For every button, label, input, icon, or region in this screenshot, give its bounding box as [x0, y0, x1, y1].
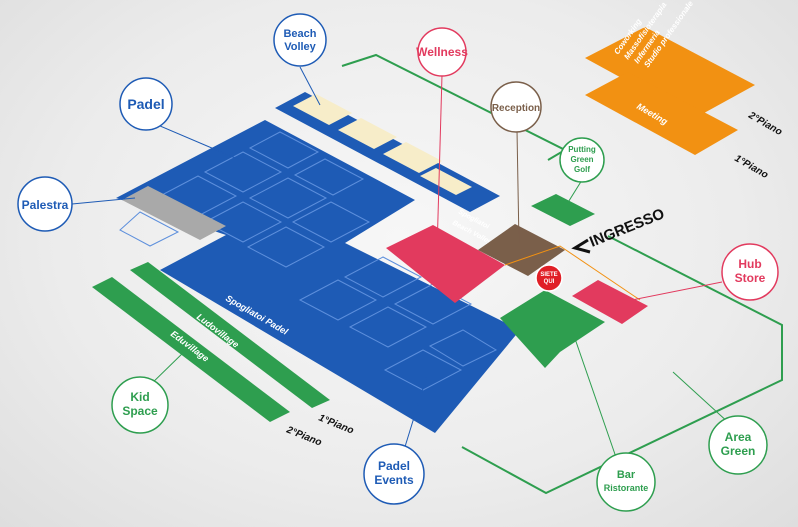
wellness-area[interactable] [386, 225, 505, 303]
label-bubble-padel-events[interactable]: Padel Events [363, 443, 425, 505]
floor-1-kids-label: 1°Piano [317, 413, 355, 437]
hub-store-line2: Store [735, 271, 766, 285]
area-green-outline-lower [461, 235, 783, 495]
area-green-line1: Area [725, 430, 752, 444]
label-bubble-reception[interactable]: Reception [490, 81, 542, 133]
hub-store-area[interactable] [572, 280, 648, 324]
reception-label: Reception [492, 103, 540, 114]
label-bubble-hub-store[interactable]: Hub Store [721, 243, 779, 301]
beach-court-1 [293, 94, 352, 125]
label-bubble-bar-ristorante[interactable]: Bar Ristorante [596, 452, 656, 512]
siete-qui-line2: QUI [544, 279, 555, 285]
area-green-outline [341, 53, 568, 161]
beach-volley-line1: Beach [283, 28, 316, 40]
eduvillage-area[interactable] [92, 277, 290, 422]
padel-area[interactable] [116, 120, 520, 433]
coworking-floor[interactable] [585, 27, 755, 118]
ingresso-label: INGRESSO [587, 205, 667, 251]
padel-events-line2: Events [374, 473, 414, 487]
beach-court-3 [383, 142, 442, 173]
putting-line3: Golf [574, 165, 590, 174]
bar-line2: Ristorante [604, 483, 649, 493]
bar-ristorante-area[interactable] [500, 290, 605, 368]
ingresso-path [504, 245, 641, 301]
ludovillage-area[interactable] [130, 262, 330, 408]
floor-1-label: 1°Piano [733, 153, 770, 181]
padel-events-line1: Padel [378, 459, 410, 473]
label-bubble-kid-space[interactable]: Kid Space [111, 376, 169, 434]
floor-2-kids-label: 2°Piano [284, 424, 323, 448]
beach-volley-line2: Volley [284, 41, 316, 53]
bar-line1: Bar [617, 469, 636, 481]
label-bubble-beach-volley[interactable]: Beach Volley [273, 13, 327, 67]
putting-line1: Putting [568, 145, 596, 154]
hub-store-line1: Hub [738, 257, 761, 271]
ingresso-arrow-icon [571, 238, 591, 254]
beach-court-4 [420, 168, 472, 195]
label-bubble-padel[interactable]: Padel [119, 77, 173, 131]
wellness-label: Wellness [416, 45, 468, 59]
label-bubble-area-green[interactable]: Area Green [708, 415, 768, 475]
area-green-line2: Green [721, 444, 756, 458]
siete-qui-line1: SIETE [540, 272, 557, 278]
kid-space-line2: Space [122, 404, 158, 418]
palestra-area[interactable] [122, 186, 226, 240]
floor-2-label: 2°Piano [746, 110, 784, 138]
padel-label: Padel [127, 96, 164, 112]
kid-space-line1: Kid [130, 390, 149, 404]
label-bubble-putting-green[interactable]: Putting Green Golf [559, 137, 605, 183]
label-bubble-wellness[interactable]: Wellness [416, 27, 468, 77]
reception-area[interactable] [478, 224, 565, 276]
beach-court-2 [338, 118, 397, 149]
connector-lines [71, 66, 731, 464]
palestra-label: Palestra [22, 198, 69, 212]
meeting-floor[interactable] [585, 72, 738, 155]
label-bubble-palestra[interactable]: Palestra [17, 176, 73, 232]
you-are-here-marker [535, 264, 563, 292]
padel-courts [119, 131, 498, 391]
putting-line2: Green [570, 155, 593, 164]
